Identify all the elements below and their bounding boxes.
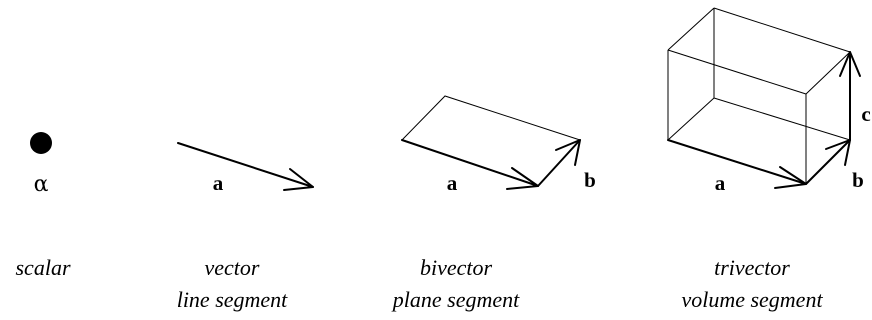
trivector-caption-line1: trivector (714, 255, 790, 280)
bivector-caption-line1: bivector (420, 255, 493, 280)
bivector-caption-line2: plane segment (391, 287, 520, 312)
scalar-dot (30, 132, 52, 154)
vector-label-a: a (213, 171, 224, 195)
trivector-edge (667, 97, 715, 141)
bivector-label-b: b (584, 168, 596, 192)
bivector-plane-outline (401, 95, 581, 141)
trivector-group: a b c trivector volume segment (667, 7, 871, 312)
scalar-group: α scalar (16, 132, 71, 280)
trivector-label-b: b (852, 168, 864, 192)
trivector-label-c: c (861, 102, 870, 126)
trivector-edge (667, 49, 807, 95)
bivector-group: a b bivector plane segment (391, 95, 596, 312)
trivector-edge (805, 51, 851, 95)
bivector-b-arrow (537, 139, 581, 187)
bivector-a-arrowhead (506, 167, 539, 190)
vector-a-arrowhead (283, 168, 314, 191)
trivector-caption-line2: volume segment (681, 287, 823, 312)
vector-group: a vector line segment (177, 142, 314, 312)
bivector-b-arrowhead (555, 139, 581, 166)
scalar-symbol: α (34, 172, 49, 197)
trivector-c-arrowhead (839, 51, 861, 77)
trivector-edge (713, 97, 851, 141)
trivector-edge (713, 7, 851, 53)
vector-caption-line2: line segment (177, 287, 288, 312)
bivector-label-a: a (447, 171, 458, 195)
trivector-a-arrowhead (774, 166, 807, 189)
trivector-b-arrow (805, 139, 851, 185)
trivector-label-a: a (715, 171, 726, 195)
scalar-caption: scalar (16, 255, 71, 280)
trivector-a-arrow (667, 139, 807, 185)
trivector-edge (667, 7, 715, 51)
vector-a-arrow (177, 142, 314, 188)
bivector-a-arrow (401, 139, 539, 187)
vector-caption-line1: vector (205, 255, 260, 280)
